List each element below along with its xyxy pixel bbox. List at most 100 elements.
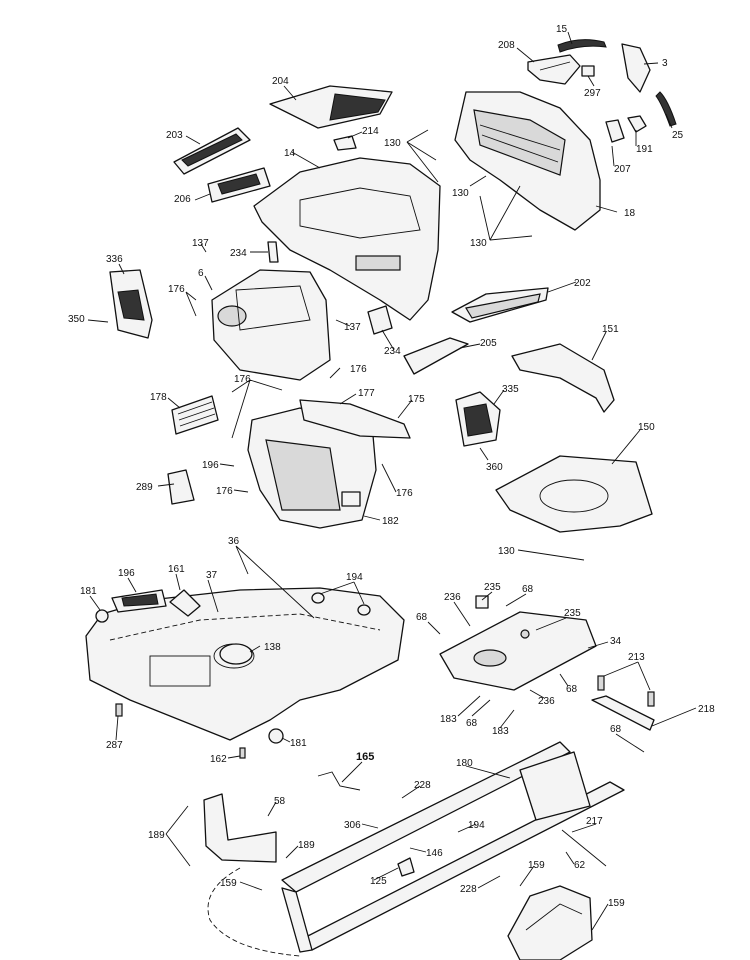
part-217-link [561,829,607,867]
part-213-bolt [597,675,655,707]
part-162-screw [239,747,246,759]
callout-336: 336 [106,254,123,265]
part-14-hood [253,157,441,321]
callout-138: 138 [264,642,281,653]
callout-203: 203 [166,130,183,141]
callout-289: 289 [136,482,153,493]
part-203-vent [173,127,251,175]
callout-176: 176 [168,284,185,295]
callout-350: 350 [68,314,85,325]
callout-213: 213 [628,652,645,663]
callout-15: 15 [556,24,568,35]
callout-360: 360 [486,462,503,473]
callout-178: 178 [150,392,167,403]
part-297-clip [581,65,595,77]
callout-183: 183 [440,714,457,725]
callout-228: 228 [414,780,431,791]
part-214-bracket [333,135,357,151]
part-335-vent [455,391,501,447]
callout-208: 208 [498,40,515,51]
part-151-bracket [511,343,615,413]
part-34-mount-plate [439,611,597,691]
callout-176: 176 [350,364,367,375]
callout-labels: 15 208 3 297 25 204 130 214 203 14 191 2… [68,24,715,909]
callout-214: 214 [362,126,379,137]
callout-297: 297 [584,88,601,99]
part-180-frame-rail [281,741,625,953]
callout-234: 234 [230,248,247,259]
callout-176: 176 [396,488,413,499]
callout-130: 130 [384,138,401,149]
part-194-bushing [311,592,371,616]
part-191-light-socket [627,115,647,133]
callout-159: 159 [528,860,545,871]
callout-137: 137 [344,322,361,333]
callout-236: 236 [538,696,555,707]
part-18-grille [454,91,601,231]
part-196-knob [111,589,167,613]
callout-335: 335 [502,384,519,395]
callout-175: 175 [408,394,425,405]
part-125-bracket [397,857,415,877]
callout-234: 234 [384,346,401,357]
part-159-seat-pan [507,885,593,960]
callout-62: 62 [574,860,586,871]
callout-207: 207 [614,164,631,175]
callout-36: 36 [228,536,240,547]
callout-235: 235 [484,582,501,593]
callout-189: 189 [148,830,165,841]
wire-harness-path [207,867,301,957]
callout-217: 217 [586,816,603,827]
part-175-bracket [299,399,411,439]
callout-180: 180 [456,758,473,769]
callout-196: 196 [118,568,135,579]
part-208-headlight-bracket [527,54,581,85]
part-234-label [267,241,393,335]
callout-125: 125 [370,876,387,887]
callout-206: 206 [174,194,191,205]
part-37-fender [85,587,405,741]
callout-218: 218 [698,704,715,715]
callout-3: 3 [662,58,668,69]
callout-181: 181 [290,738,307,749]
callout-25: 25 [672,130,684,141]
callout-182: 182 [382,516,399,527]
callout-191: 191 [636,144,653,155]
part-138-boot [219,643,253,665]
callout-196: 196 [202,460,219,471]
callout-159: 159 [220,878,237,889]
callout-287: 287 [106,740,123,751]
part-6-dash [211,269,331,381]
part-178-vent-plate [171,395,219,435]
callout-18: 18 [624,208,636,219]
callout-150: 150 [638,422,655,433]
callout-34: 34 [610,636,622,647]
callout-68: 68 [466,718,478,729]
part-287-screw [115,703,123,717]
callout-177: 177 [358,388,375,399]
part-205-lower-trim [403,337,469,375]
callout-205: 205 [480,338,497,349]
part-25-bezel [655,91,677,127]
part-165-rod [317,771,361,791]
callout-194: 194 [346,572,363,583]
callout-6: 6 [198,268,204,279]
callout-228: 228 [460,884,477,895]
callout-130: 130 [470,238,487,249]
callout-194: 194 [468,820,485,831]
callout-189: 189 [298,840,315,851]
part-181-screw [95,609,284,744]
callout-183: 183 [492,726,509,737]
part-206-panel [207,167,271,203]
callout-130: 130 [452,188,469,199]
callout-130: 130 [498,546,515,557]
leader-lines [87,31,697,931]
part-202-front-grille [451,287,549,323]
callout-161: 161 [168,564,185,575]
part-207-bulb [605,119,625,143]
callout-176: 176 [234,374,251,385]
part-235-spacer [475,595,489,609]
callout-68: 68 [566,684,578,695]
callout-14: 14 [284,148,296,159]
callout-58: 58 [274,796,286,807]
